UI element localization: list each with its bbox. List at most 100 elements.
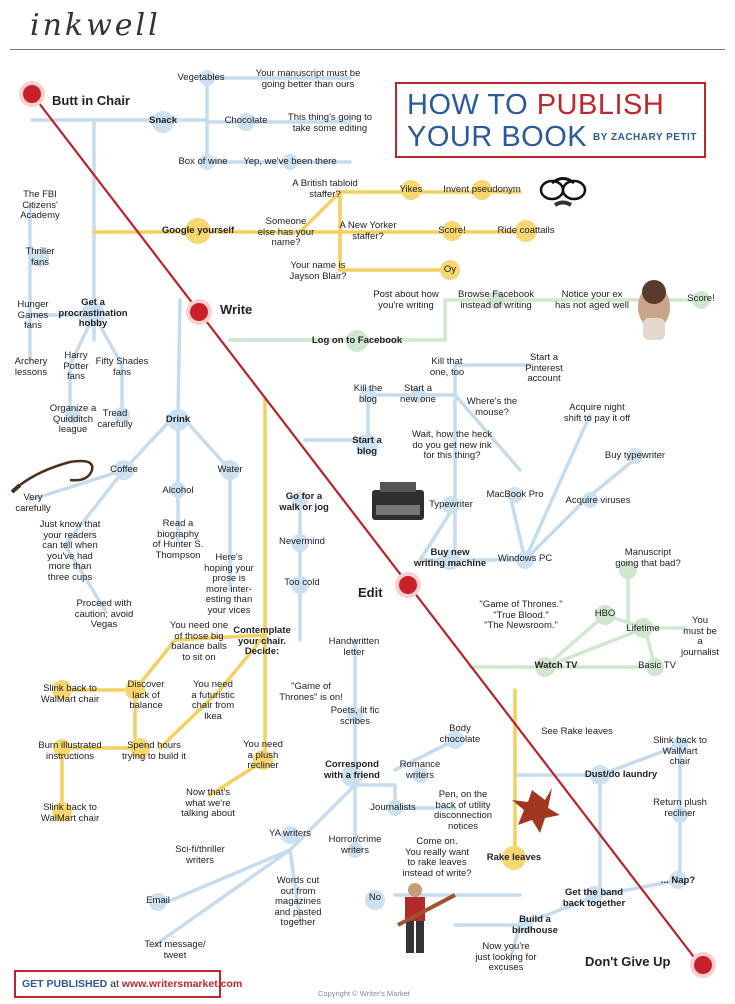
station-butt-in-chair[interactable] <box>23 85 41 103</box>
station-yikes[interactable] <box>401 180 421 200</box>
node-buy-type: Buy typewriter <box>604 450 666 461</box>
station-write[interactable] <box>190 303 208 321</box>
station-browse-fb[interactable] <box>487 291 505 309</box>
node-alcohol: Alcohol <box>162 485 194 496</box>
station-email[interactable] <box>149 893 167 911</box>
station-vegetables[interactable] <box>199 70 215 86</box>
station-google[interactable] <box>185 218 211 244</box>
station-edit[interactable] <box>399 576 417 594</box>
station-poets[interactable] <box>347 707 363 723</box>
node-buy-machine: Buy new writing machine <box>413 547 487 569</box>
node-coattails: Ride coattails <box>497 225 555 236</box>
node-romance: Romance writers <box>399 759 441 781</box>
node-rake: Rake leaves <box>486 852 542 863</box>
station-alcohol[interactable] <box>170 482 186 498</box>
node-mouse: Where's the mouse? <box>466 396 518 418</box>
station-coattails[interactable] <box>515 220 537 242</box>
station-bad-ms[interactable] <box>619 561 637 579</box>
station-no[interactable] <box>365 890 385 910</box>
node-slink2: Slink back to WalMart chair <box>40 802 100 824</box>
blue-route-lines <box>28 76 682 962</box>
station-journalists[interactable] <box>387 800 403 816</box>
station-return-plush[interactable] <box>672 807 688 823</box>
station-oy[interactable] <box>440 260 460 280</box>
station-dont-give-up[interactable] <box>694 956 712 974</box>
node-post-fb: Post about how you're writing <box>373 289 439 311</box>
guitarist-illustration <box>397 883 456 953</box>
station-slink2[interactable] <box>52 802 72 822</box>
station-body-choc[interactable] <box>446 731 464 749</box>
station-new-one[interactable] <box>410 387 426 403</box>
station-slink1[interactable] <box>52 680 72 700</box>
station-water[interactable] <box>220 460 240 480</box>
station-score1[interactable] <box>442 221 462 241</box>
station-nevermind[interactable] <box>291 534 309 552</box>
station-watch-tv[interactable] <box>535 657 555 677</box>
station-discover[interactable] <box>125 680 145 700</box>
station-spend[interactable] <box>130 738 150 758</box>
station-quidditch[interactable] <box>65 407 81 423</box>
station-rake[interactable] <box>502 846 526 870</box>
station-pseudonym[interactable] <box>472 180 492 200</box>
node-been-there: Yep, we've been there <box>243 156 337 167</box>
station-buy-machine[interactable] <box>440 550 460 570</box>
station-kill-blog[interactable] <box>360 387 376 403</box>
title-box: HOW TO PUBLISH YOUR BOOK BY ZACHARY PETI… <box>395 82 706 158</box>
station-horror[interactable] <box>347 842 363 858</box>
station-hbo[interactable] <box>595 605 615 625</box>
station-romance[interactable] <box>412 767 428 783</box>
node-ya: YA writers <box>268 828 312 839</box>
station-viruses[interactable] <box>582 492 598 508</box>
station-coffee[interactable] <box>114 460 134 480</box>
station-birdhouse[interactable] <box>517 917 533 933</box>
station-nap[interactable] <box>669 871 687 889</box>
station-drink[interactable] <box>167 409 189 431</box>
inkwell-logo[interactable]: inkwell <box>30 8 161 43</box>
station-been-there[interactable] <box>282 154 298 170</box>
station-plush[interactable] <box>253 750 273 770</box>
station-start-blog[interactable] <box>356 434 378 456</box>
station-correspond[interactable] <box>341 765 363 787</box>
node-vegetables: Vegetables <box>177 72 225 83</box>
leaf-illustration <box>512 788 560 833</box>
station-windows[interactable] <box>516 551 534 569</box>
station-ya[interactable] <box>281 826 299 844</box>
station-score2[interactable] <box>692 291 710 309</box>
node-biography: Read a biography of Hunter S. Thompson <box>152 518 204 561</box>
station-too-cold[interactable] <box>291 576 309 594</box>
station-dust[interactable] <box>590 765 610 785</box>
footer-link[interactable]: www.writersmarket.com <box>121 978 243 990</box>
whip-illustration <box>10 459 94 494</box>
station-chocolate[interactable] <box>237 113 255 131</box>
station-buy-type[interactable] <box>627 448 643 464</box>
station-burn[interactable] <box>53 739 71 757</box>
station-band[interactable] <box>585 886 603 904</box>
station-lifetime[interactable] <box>633 618 653 638</box>
station-box-wine[interactable] <box>199 154 215 170</box>
node-words-cut: Words cut out from magazines and pasted … <box>274 875 322 928</box>
station-basic-tv[interactable] <box>646 658 664 676</box>
main-step-write: Write <box>220 302 253 317</box>
station-thriller[interactable] <box>31 249 49 267</box>
station-tread[interactable] <box>114 407 130 423</box>
node-manuscript-better: Your manuscript must be going better tha… <box>255 68 361 90</box>
station-snack[interactable] <box>152 111 174 133</box>
node-discover: Discover lack of balance <box>127 679 165 711</box>
node-horror: Horror/crime writers <box>328 834 382 856</box>
node-band: Get the band back together <box>562 887 626 909</box>
node-see-rake: See Rake leaves <box>541 726 613 737</box>
node-log-fb: Log on to Facebook <box>311 335 403 346</box>
station-slink-right[interactable] <box>672 737 688 753</box>
station-walk[interactable] <box>292 492 308 508</box>
main-red-line <box>31 93 701 966</box>
station-macbook[interactable] <box>507 487 523 503</box>
node-too-cold: Too cold <box>284 577 320 588</box>
node-pinterest: Start a Pinterest account <box>525 352 563 384</box>
station-log-fb[interactable] <box>346 330 368 352</box>
station-procrast[interactable] <box>81 302 105 326</box>
station-typewriter[interactable] <box>442 496 460 514</box>
node-snack: Snack <box>149 115 177 126</box>
node-no: No <box>368 892 382 903</box>
node-caution: Proceed with caution; avoid Vegas <box>74 598 134 630</box>
